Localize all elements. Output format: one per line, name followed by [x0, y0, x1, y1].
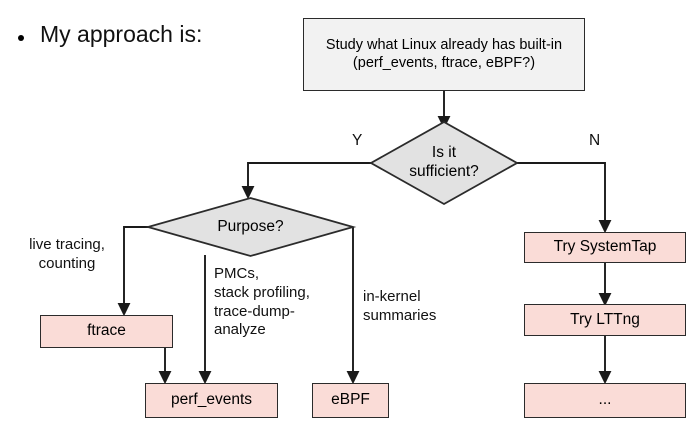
node-perf-events[interactable]: perf_events — [145, 383, 278, 418]
node-try-systemtap[interactable]: Try SystemTap — [524, 232, 686, 263]
bullet-dot-icon — [18, 35, 24, 41]
bullet-text: My approach is: — [40, 21, 203, 47]
edge-label-live-tracing-counting: live tracing, counting — [29, 236, 105, 272]
node-more-options-label: ... — [598, 391, 612, 409]
edge-label-no: N — [589, 132, 601, 149]
node-ftrace[interactable]: ftrace — [40, 315, 173, 348]
node-ftrace-label: ftrace — [87, 322, 126, 340]
node-ebpf-label: eBPF — [331, 391, 370, 409]
decision-is-it-sufficient[interactable]: Is it sufficient? — [369, 120, 519, 206]
edge-label-in-kernel-summaries: in-kernel summaries — [363, 288, 437, 324]
node-study-linux-builtin[interactable]: Study what Linux already has built-in (p… — [303, 18, 585, 91]
node-ebpf[interactable]: eBPF — [312, 383, 389, 418]
node-more-options[interactable]: ... — [524, 383, 686, 418]
edge-label-pmcs-stack-profiling: PMCs, stack profiling, trace-dump- analy… — [214, 265, 310, 339]
node-study-line1: Study what Linux already has built-in — [325, 37, 563, 54]
edge-label-yes: Y — [352, 132, 363, 149]
node-try-lttng[interactable]: Try LTTng — [524, 304, 686, 336]
decision-purpose[interactable]: Purpose? — [144, 197, 357, 257]
node-try-lttng-label: Try LTTng — [570, 310, 640, 328]
node-perf-events-label: perf_events — [171, 391, 252, 409]
node-try-systemtap-label: Try SystemTap — [553, 238, 657, 256]
node-study-line2: (perf_events, ftrace, eBPF?) — [352, 54, 536, 71]
bullet-item: My approach is: — [18, 21, 203, 47]
